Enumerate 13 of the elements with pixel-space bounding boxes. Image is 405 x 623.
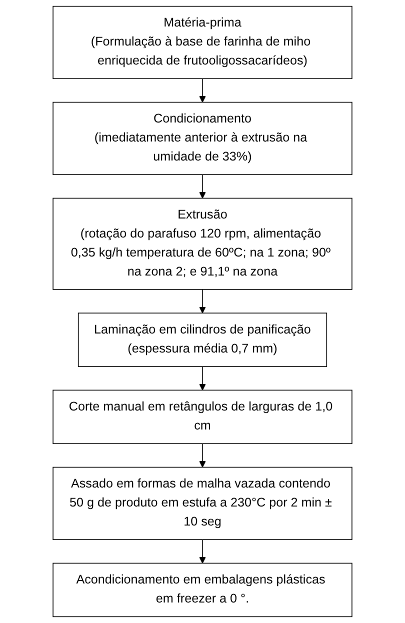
arrow — [199, 539, 206, 564]
node-box: Laminação em cilindros de panificação (espessura média 0,7 mm) — [78, 312, 328, 367]
node-box: Condicionamento (imediatamente anterior à extrusão na umidade de 33%) — [52, 102, 352, 176]
arrow — [199, 78, 206, 103]
node-box: Matéria-prima (Formulação à base de farinha de miho enriquecida de frutooligossacarídeos) — [52, 6, 352, 80]
arrow — [199, 289, 206, 314]
arrow — [199, 443, 206, 468]
node-box: Acondicionamento em embalagens plásticas em freezer a 0 °. — [52, 562, 352, 618]
node-box: Extrusão (rotação do parafuso 120 rpm, alimentação 0,35 kg/h temperatura de 60ºC; na 1 zona; 90º na zona 2; e 91,1º na zona — [52, 198, 352, 290]
arrow — [199, 366, 206, 390]
arrow — [199, 174, 206, 199]
node-box: Corte manual em retângulos de larguras de 1,0 cm — [52, 390, 352, 444]
node-box: Assado em formas de malha vazada contendo 50 g de produto em estufa a 230°C por 2 min ± 10 seg — [52, 466, 352, 540]
